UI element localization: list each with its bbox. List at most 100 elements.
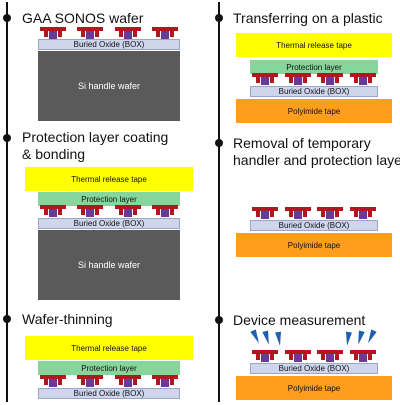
gate-electrode (317, 73, 343, 77)
gate-electrode (303, 211, 307, 217)
gate-electrode (170, 379, 174, 385)
gate-electrode (289, 354, 293, 360)
gate-electrode (285, 207, 311, 211)
gate-electrode (119, 379, 123, 385)
gate-electrode (289, 77, 293, 83)
nanowire-channel (326, 211, 334, 219)
gaa-device (40, 27, 66, 39)
box-layer: Buried Oxide (BOX) (38, 218, 180, 229)
gaa-device (350, 350, 376, 362)
nanowire-channel (359, 354, 367, 362)
thermal-release-tape: Thermal release tape (25, 336, 193, 360)
gate-electrode (354, 77, 358, 83)
gate-electrode (133, 209, 137, 215)
right-timeline (218, 2, 220, 402)
gaa-device (40, 375, 66, 387)
gate-electrode (321, 354, 325, 360)
gate-electrode (81, 31, 85, 37)
gaa-device (285, 73, 311, 85)
nanowire-channel (49, 379, 57, 387)
step-title-protection-coating: Protection layer coating& bonding (22, 129, 169, 162)
gaa-device (40, 205, 66, 217)
gate-electrode (256, 77, 260, 83)
gate-electrode (335, 211, 339, 217)
gate-electrode (115, 27, 141, 31)
gate-electrode (354, 211, 358, 217)
nanowire-channel (49, 209, 57, 217)
device-row (40, 375, 178, 387)
gate-electrode (77, 205, 103, 209)
gate-electrode (44, 379, 48, 385)
box-layer: Buried Oxide (BOX) (38, 388, 180, 399)
gaa-device (252, 73, 278, 85)
gate-electrode (354, 354, 358, 360)
gate-electrode (256, 211, 260, 217)
step-title-transferring: Transferring on a plastic (233, 10, 383, 26)
nanowire-channel (124, 379, 132, 387)
gate-electrode (256, 354, 260, 360)
nanowire-channel (359, 77, 367, 85)
gate-electrode (133, 379, 137, 385)
gate-electrode (270, 354, 274, 360)
probe-tip-icon (250, 329, 262, 345)
device-row (252, 350, 376, 362)
gate-electrode (289, 211, 293, 217)
gate-electrode (368, 211, 372, 217)
nanowire-channel (124, 31, 132, 39)
gate-electrode (285, 350, 311, 354)
probe-tip-icon (262, 330, 272, 346)
device-row (252, 73, 376, 85)
gate-electrode (368, 354, 372, 360)
gate-electrode (170, 209, 174, 215)
polyimide-tape: Polyimide tape (236, 99, 392, 123)
gaa-device (77, 27, 103, 39)
step-title-device-measurement: Device measurement (233, 312, 366, 328)
gate-electrode (335, 77, 339, 83)
step-dot (215, 14, 223, 22)
nanowire-channel (326, 354, 334, 362)
probe-tip-icon (275, 331, 283, 347)
protection-layer: Protection layer (38, 361, 180, 375)
nanowire-channel (359, 211, 367, 219)
gate-electrode (115, 205, 141, 209)
gate-electrode (252, 73, 278, 77)
gate-electrode (321, 211, 325, 217)
gate-electrode (119, 31, 123, 37)
nanowire-channel (86, 209, 94, 217)
nanowire-channel (261, 211, 269, 219)
gaa-device (115, 27, 141, 39)
step-dot (215, 316, 223, 324)
nanowire-channel (294, 77, 302, 85)
polyimide-tape: Polyimide tape (236, 233, 392, 257)
protection-layer: Protection layer (250, 60, 378, 74)
gate-electrode (156, 209, 160, 215)
nanowire-channel (49, 31, 57, 39)
gate-electrode (95, 379, 99, 385)
step-title-gaa-sonos-wafer: GAA SONOS wafer (22, 10, 144, 26)
nanowire-channel (294, 354, 302, 362)
step-dot (3, 14, 11, 22)
nanowire-channel (86, 379, 94, 387)
gate-electrode (40, 27, 66, 31)
gate-electrode (58, 31, 62, 37)
gaa-device (350, 73, 376, 85)
gate-electrode (252, 350, 278, 354)
gaa-device (252, 207, 278, 219)
gaa-device (152, 205, 178, 217)
gate-electrode (368, 77, 372, 83)
gate-electrode (95, 31, 99, 37)
step-dot (3, 315, 11, 323)
gate-electrode (81, 209, 85, 215)
gate-electrode (81, 379, 85, 385)
nanowire-channel (161, 209, 169, 217)
nanowire-channel (161, 31, 169, 39)
gate-electrode (119, 209, 123, 215)
gate-electrode (152, 27, 178, 31)
si-handle-wafer: Si handle wafer (38, 51, 180, 121)
left-timeline (6, 2, 8, 402)
gate-electrode (58, 209, 62, 215)
box-layer: Buried Oxide (BOX) (250, 220, 378, 231)
gate-electrode (317, 350, 343, 354)
probe-tip-icon (344, 331, 352, 347)
gate-electrode (44, 209, 48, 215)
